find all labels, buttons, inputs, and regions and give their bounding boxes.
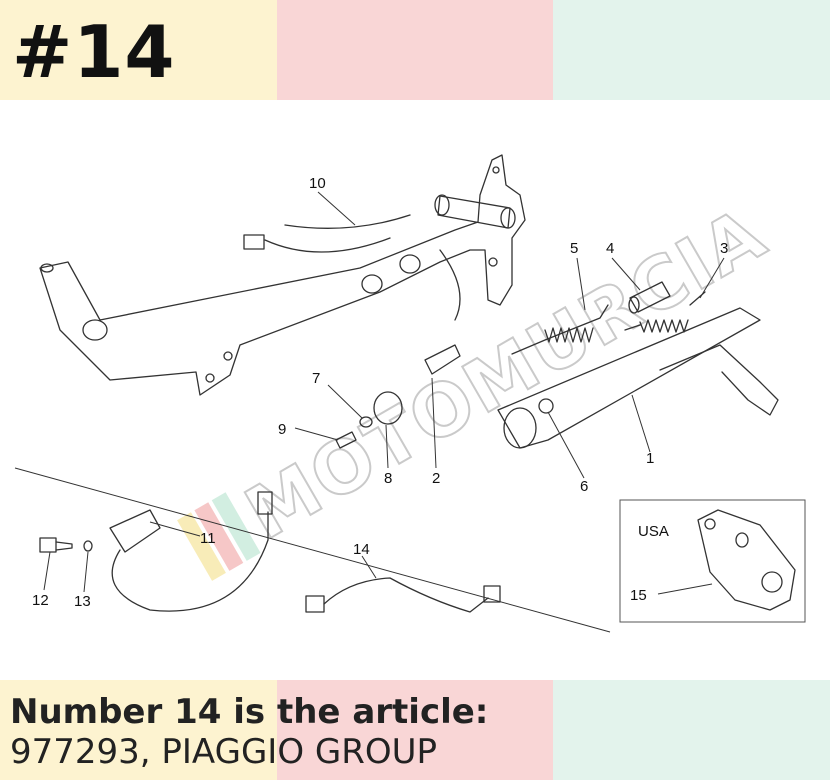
separator-line bbox=[14, 467, 611, 633]
part-12-screw bbox=[39, 537, 73, 553]
footer-band-pink bbox=[276, 680, 554, 780]
label-15: 15 bbox=[630, 587, 647, 604]
label-9: 9 bbox=[278, 421, 286, 438]
part-number-title: #14 bbox=[12, 10, 176, 94]
inset-usa-label: USA bbox=[638, 523, 669, 540]
part-4-sleeve bbox=[628, 281, 671, 314]
stand-frame bbox=[39, 154, 526, 396]
part-7-washer bbox=[359, 416, 373, 428]
label-8: 8 bbox=[384, 470, 392, 487]
label-11: 11 bbox=[200, 530, 216, 547]
part-labels: 1 2 3 4 5 6 7 8 9 10 11 12 13 14 15 bbox=[32, 175, 728, 610]
label-14: 14 bbox=[353, 541, 370, 558]
part-11-sensor bbox=[109, 491, 273, 612]
header-band bbox=[0, 0, 830, 100]
exploded-parts-diagram: MOTOMURCIA bbox=[14, 154, 806, 633]
part-5-spring bbox=[511, 304, 609, 355]
label-3: 3 bbox=[720, 240, 728, 257]
part-8-bracket bbox=[373, 391, 403, 425]
leader-lines bbox=[43, 191, 725, 595]
pivot-hardware bbox=[335, 344, 461, 449]
part-10-cable bbox=[243, 214, 411, 253]
usa-inset: USA bbox=[619, 499, 806, 623]
part-2-pin bbox=[424, 344, 461, 375]
label-5: 5 bbox=[570, 240, 578, 257]
label-12: 12 bbox=[32, 592, 49, 609]
footer-band bbox=[0, 680, 830, 780]
header-band-pink bbox=[276, 0, 554, 100]
label-10: 10 bbox=[309, 175, 326, 192]
label-6: 6 bbox=[580, 478, 588, 495]
label-13: 13 bbox=[74, 593, 91, 610]
footer-band-yellow bbox=[0, 680, 277, 780]
part-13-washer bbox=[83, 540, 93, 552]
label-7: 7 bbox=[312, 370, 320, 387]
article-code: 977293, PIAGGIO GROUP bbox=[10, 732, 438, 772]
part-9-bolt bbox=[335, 431, 357, 449]
label-4: 4 bbox=[606, 240, 614, 257]
part-15-bracket bbox=[697, 509, 796, 611]
footer-band-mint bbox=[553, 680, 830, 780]
part-1-side-stand bbox=[497, 307, 779, 449]
part-14-harness bbox=[305, 577, 501, 613]
article-heading: Number 14 is the article: bbox=[10, 692, 489, 732]
label-1: 1 bbox=[646, 450, 654, 467]
header-band-yellow bbox=[0, 0, 277, 100]
header-band-mint bbox=[553, 0, 830, 100]
label-2: 2 bbox=[432, 470, 440, 487]
